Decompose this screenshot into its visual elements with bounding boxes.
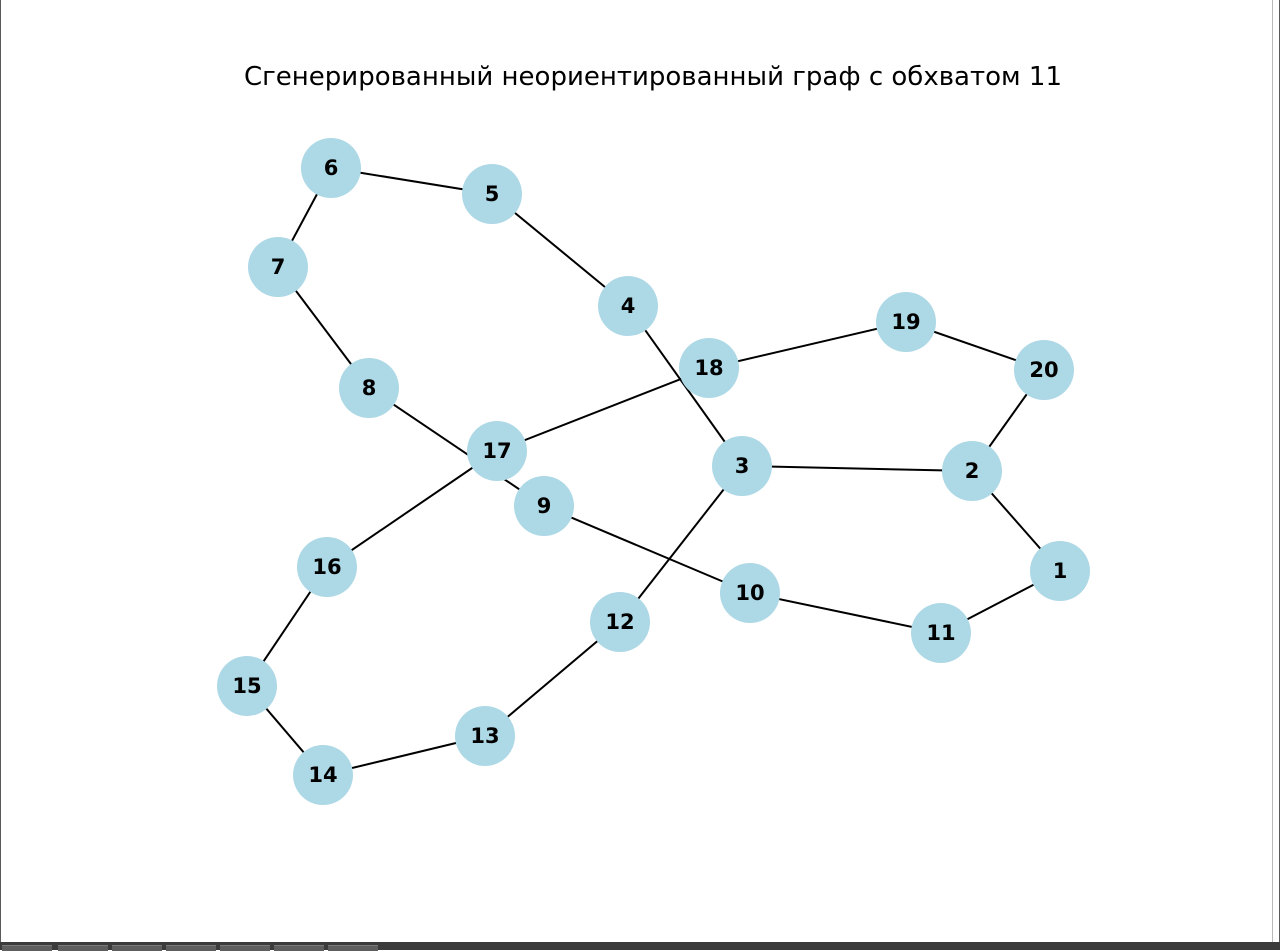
node-16: 16 — [297, 537, 357, 597]
node-label: 20 — [1029, 358, 1058, 382]
node-label: 13 — [470, 724, 499, 748]
node-label: 19 — [891, 310, 920, 334]
node-label: 1 — [1053, 559, 1068, 583]
edge-17-16 — [326, 450, 498, 568]
node-circle — [590, 592, 650, 652]
node-11: 11 — [911, 603, 971, 663]
node-circle — [339, 358, 399, 418]
node-19: 19 — [876, 292, 936, 352]
node-1: 1 — [1030, 541, 1090, 601]
node-9: 9 — [514, 476, 574, 536]
edges-layer — [246, 167, 1061, 776]
node-circle — [720, 563, 780, 623]
node-label: 17 — [482, 439, 511, 463]
node-circle — [514, 476, 574, 536]
node-15: 15 — [217, 656, 277, 716]
node-label: 8 — [362, 376, 377, 400]
node-label: 3 — [735, 454, 750, 478]
node-10: 10 — [720, 563, 780, 623]
node-8: 8 — [339, 358, 399, 418]
node-20: 20 — [1014, 340, 1074, 400]
edge-10-11 — [749, 592, 942, 634]
node-2: 2 — [942, 441, 1002, 501]
node-label: 10 — [735, 581, 764, 605]
taskbar-slot[interactable] — [2, 945, 52, 951]
node-label: 18 — [694, 356, 723, 380]
node-circle — [248, 237, 308, 297]
node-label: 5 — [485, 182, 500, 206]
edge-3-12 — [619, 465, 743, 623]
node-label: 4 — [621, 294, 636, 318]
edge-18-17 — [496, 367, 710, 452]
window-right-edge — [1272, 0, 1273, 942]
taskbar-slot[interactable] — [220, 945, 270, 951]
node-circle — [462, 164, 522, 224]
node-label: 14 — [308, 763, 337, 787]
node-circle — [301, 138, 361, 198]
node-12: 12 — [590, 592, 650, 652]
node-14: 14 — [293, 745, 353, 805]
node-label: 12 — [605, 610, 634, 634]
node-circle — [712, 436, 772, 496]
node-circle — [942, 441, 1002, 501]
node-circle — [598, 276, 658, 336]
node-6: 6 — [301, 138, 361, 198]
node-4: 4 — [598, 276, 658, 336]
taskbar-slot[interactable] — [58, 945, 108, 951]
node-label: 9 — [537, 494, 552, 518]
node-circle — [1014, 340, 1074, 400]
node-18: 18 — [679, 338, 739, 398]
taskbar — [0, 942, 1280, 951]
taskbar-slot[interactable] — [274, 945, 324, 951]
taskbar-slot[interactable] — [112, 945, 162, 951]
node-label: 16 — [312, 555, 341, 579]
node-13: 13 — [455, 706, 515, 766]
node-circle — [217, 656, 277, 716]
figure-title: Сгенерированный неориентированный граф с… — [243, 62, 1062, 92]
node-7: 7 — [248, 237, 308, 297]
node-5: 5 — [462, 164, 522, 224]
taskbar-slot[interactable] — [166, 945, 216, 951]
node-circle — [297, 537, 357, 597]
node-circle — [1030, 541, 1090, 601]
node-circle — [467, 421, 527, 481]
edge-9-10 — [543, 505, 751, 594]
node-label: 2 — [965, 459, 980, 483]
node-3: 3 — [712, 436, 772, 496]
node-circle — [455, 706, 515, 766]
node-label: 11 — [926, 621, 955, 645]
node-label: 15 — [232, 674, 261, 698]
node-circle — [293, 745, 353, 805]
node-circle — [679, 338, 739, 398]
node-label: 6 — [324, 156, 339, 180]
edge-18-19 — [708, 321, 907, 369]
node-circle — [911, 603, 971, 663]
edge-3-2 — [741, 465, 973, 472]
node-17: 17 — [467, 421, 527, 481]
edge-8-9 — [368, 387, 545, 507]
node-label: 7 — [271, 255, 286, 279]
taskbar-slot[interactable] — [328, 945, 378, 951]
node-circle — [876, 292, 936, 352]
